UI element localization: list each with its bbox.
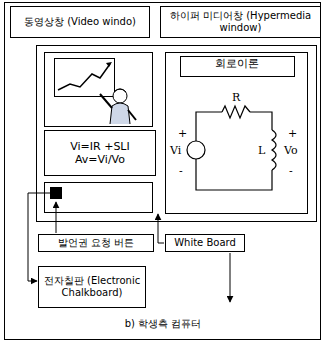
terminal-sign: + [288,128,297,139]
terminal-sign: - [289,166,293,177]
control-row [45,183,153,213]
node-text: 동영상창 (Video windo) [21,15,139,29]
video-window: 동영상창 (Video windo) [10,6,150,38]
inductor-label: L [258,145,265,156]
rl-circuit [187,106,276,190]
hypermedia-window: 하이퍼 미디어창 (Hypermedia window) [160,6,321,38]
whiteboard-button: White Board [165,234,245,252]
lecturer-illustration [45,53,153,127]
figure-caption: b) 학생측 컴퓨터 [0,317,326,331]
node-text: 회로이론 [212,56,262,71]
screen-frame [37,46,317,222]
request-icon [50,187,62,199]
resistor-label: R [232,92,240,103]
signal-name: Vi [170,145,181,156]
title-frame [181,57,295,77]
signal-name: Vo [284,145,298,156]
equation-box: Vi=IR +SLI Av=Vi/Vo [44,130,156,176]
node-text: 발언권 요청 버튼 [55,236,137,250]
chalkboard-box: 전자칠판 (Electronic Chalkboard) [38,266,146,308]
terminal-sign: - [179,166,183,177]
node-text: Vi=IR +SLI Av=Vi/Vo [45,139,155,167]
node-text: 하이퍼 미디어창 (Hypermedia window) [161,9,320,35]
terminal-sign: + [178,128,187,139]
outer-frame [5,3,321,340]
node-text: 전자칠판 (Electronic Chalkboard) [39,274,145,300]
request-button: 발언권 요청 버튼 [38,234,154,252]
node-text: White Board [171,236,239,250]
